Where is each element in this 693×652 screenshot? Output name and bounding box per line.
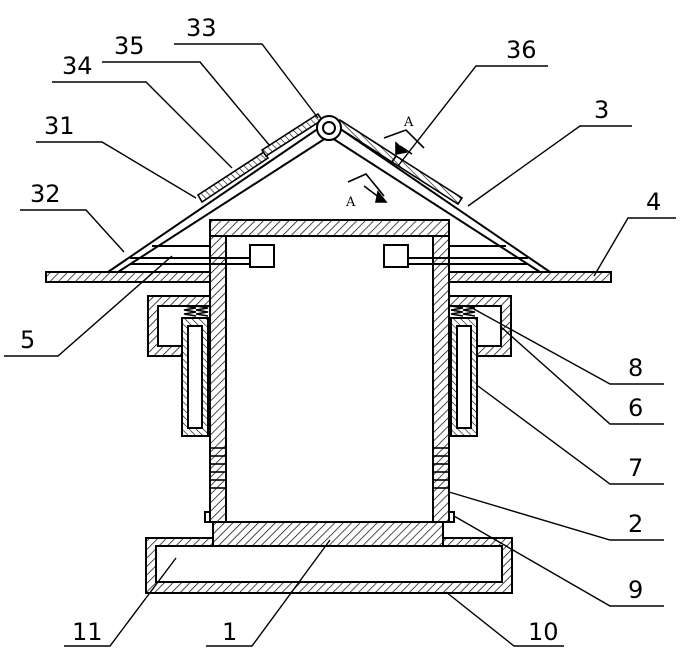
section-label-upper: A bbox=[403, 115, 414, 130]
label-9: 9 bbox=[628, 576, 643, 604]
label-1: 1 bbox=[222, 618, 237, 646]
side-housing-left bbox=[148, 296, 210, 436]
label-34: 34 bbox=[62, 52, 93, 80]
label-36: 36 bbox=[506, 36, 537, 64]
label-5: 5 bbox=[20, 326, 35, 354]
label-35: 35 bbox=[114, 32, 145, 60]
label-7: 7 bbox=[628, 454, 643, 482]
label-10: 10 bbox=[528, 618, 559, 646]
label-8: 8 bbox=[628, 354, 643, 382]
label-11: 11 bbox=[72, 618, 103, 646]
side-housing-right bbox=[449, 296, 511, 436]
label-2: 2 bbox=[628, 510, 643, 538]
section-mark-upper bbox=[384, 130, 424, 154]
label-32: 32 bbox=[30, 180, 61, 208]
box-walls bbox=[205, 220, 454, 522]
label-6: 6 bbox=[628, 394, 643, 422]
label-4: 4 bbox=[646, 188, 661, 216]
label-3: 3 bbox=[594, 96, 609, 124]
section-label-lower: A bbox=[345, 195, 356, 210]
label-31: 31 bbox=[44, 112, 75, 140]
label-33: 33 bbox=[186, 14, 217, 42]
